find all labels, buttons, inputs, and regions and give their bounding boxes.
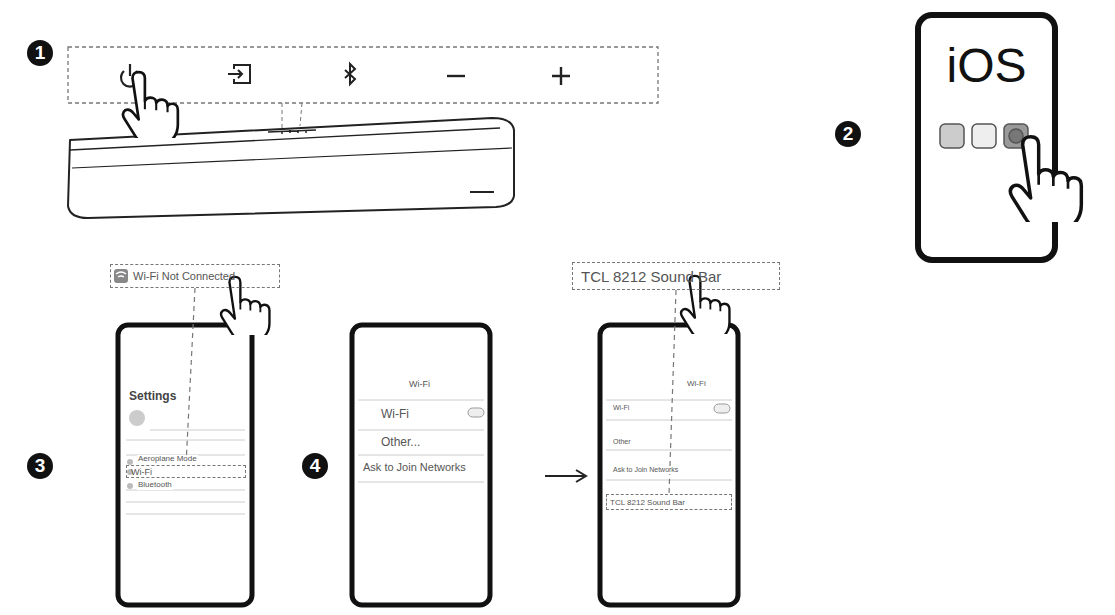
- screen-text: Wi-Fi: [612, 404, 630, 412]
- screen-text: Ask to Join Networks: [612, 466, 679, 474]
- callout-number: 3: [27, 453, 53, 479]
- button-strip: [68, 47, 658, 103]
- screen-text: Settings: [128, 390, 177, 403]
- screen-text: Ask to Join Networks: [362, 461, 467, 473]
- node-text: iOS: [946, 38, 1026, 93]
- callout-number: 4: [302, 453, 328, 479]
- node-text: TCL 8212 Sound Bar: [581, 268, 721, 285]
- phone: [118, 325, 252, 605]
- screen-text: Wi-Fi: [686, 380, 707, 389]
- leader-line: [282, 103, 302, 128]
- plus-icon: [552, 67, 570, 85]
- screen-text: Bluetooth: [137, 481, 173, 490]
- bluetooth-icon: [345, 64, 355, 84]
- phone: [352, 325, 490, 605]
- wifi-row: Wi-Fi: [126, 465, 246, 478]
- callout-number: 1: [27, 40, 53, 66]
- pointing-hand: [123, 72, 178, 145]
- callout-number: 2: [835, 121, 861, 147]
- network-row: TCL 8212 Sound Bar: [606, 494, 732, 510]
- screen-text: Other: [612, 438, 632, 446]
- os-label: iOS: [935, 30, 1038, 100]
- phone: [600, 325, 738, 605]
- zoom-leader-line: [669, 290, 676, 494]
- pointing-hand: [1010, 137, 1081, 232]
- wifi-settings-icon: [114, 269, 128, 283]
- app-icons: [940, 124, 1028, 148]
- screen-text: Wi-Fi: [380, 408, 410, 421]
- screen-text: Other...: [380, 436, 421, 449]
- wifi-settings-icon: [116, 272, 126, 277]
- screen-text: Wi-Fi: [408, 380, 431, 390]
- step-arrow: [545, 470, 586, 482]
- node-text: TCL 8212 Sound Bar: [610, 498, 685, 507]
- zoom-callout-box: TCL 8212 Sound Bar: [572, 262, 780, 290]
- zoom-leader-line: [186, 288, 195, 465]
- minus-icon: [447, 75, 465, 77]
- screen-text: Aeroplane Mode: [137, 455, 198, 464]
- node-text: Wi-Fi: [131, 467, 152, 477]
- pointing-hand: [681, 276, 729, 341]
- input-icon: [228, 65, 250, 83]
- node-text: Wi-Fi Not Connected: [133, 270, 235, 282]
- pointing-hand: [221, 277, 269, 342]
- zoom-callout-box: Wi-Fi Not Connected: [110, 264, 280, 288]
